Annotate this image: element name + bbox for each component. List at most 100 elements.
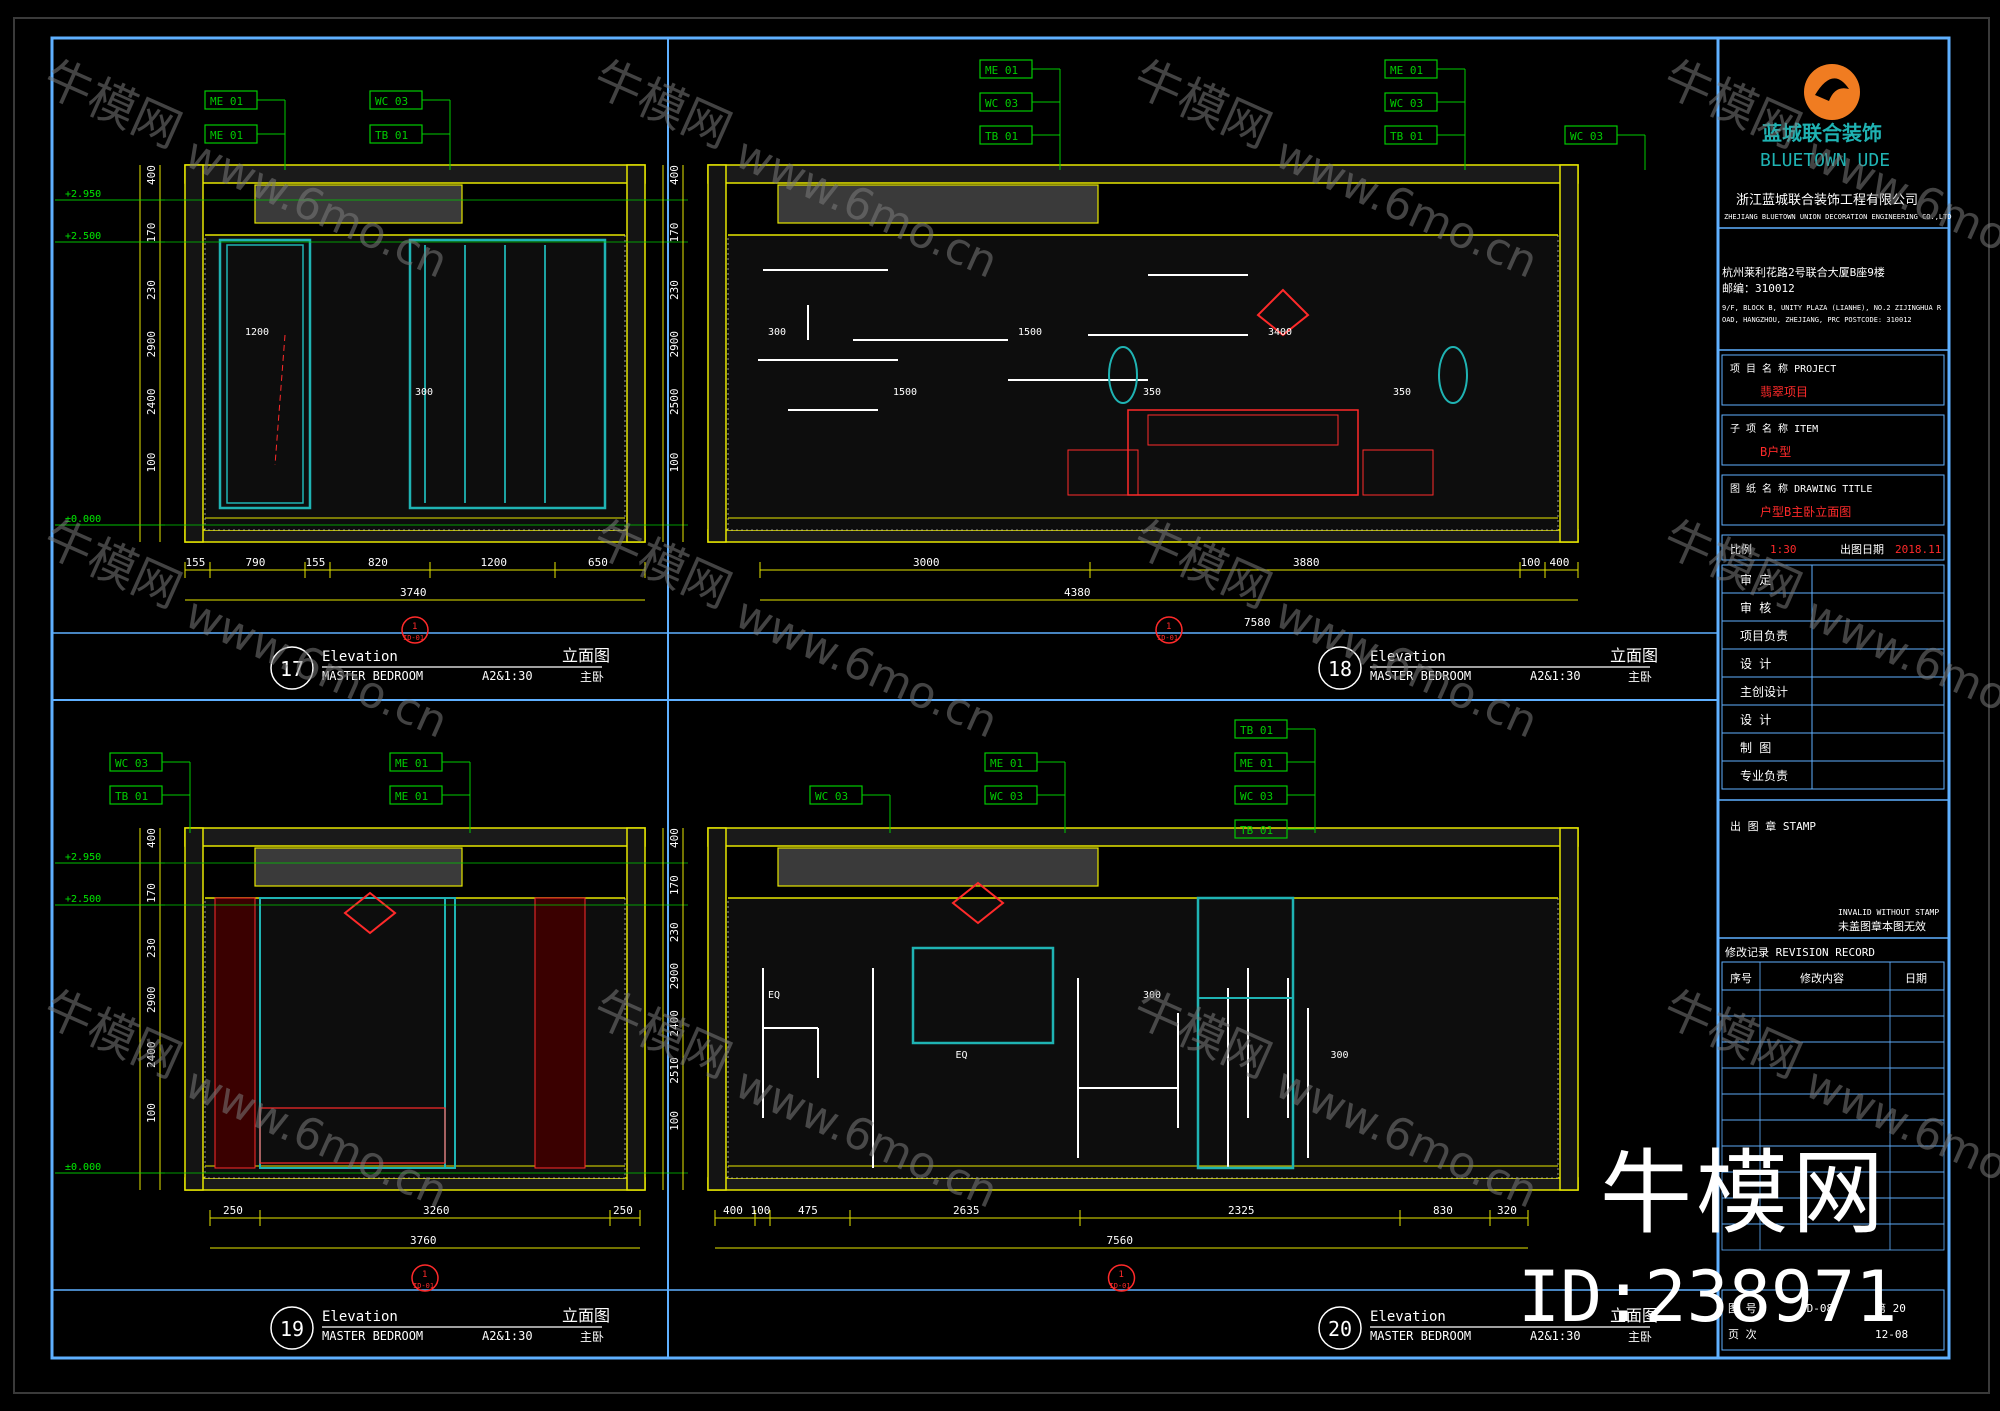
- tb-field-value: 户型B主卧立面图: [1760, 504, 1851, 519]
- section-mark-number: 1: [422, 1270, 427, 1280]
- lighting-trough: [777, 847, 1099, 887]
- vertical-dim-text: 170: [145, 883, 158, 903]
- callout-dim-text: 350: [1143, 387, 1161, 398]
- view-subtitle-cn: 主卧: [580, 670, 604, 684]
- view-number: 19: [280, 1317, 304, 1341]
- invalid-without-stamp-cn: 未盖图章本图无效: [1838, 919, 1926, 933]
- lighting-trough: [777, 184, 1099, 224]
- vertical-dim-text: 230: [145, 280, 158, 300]
- material-tag-text: WC 03: [115, 757, 148, 770]
- dim-text: 400: [1550, 556, 1570, 569]
- view-subtitle-en: MASTER BEDROOM: [1370, 669, 1471, 683]
- sheet-value: 12-08: [1875, 1328, 1908, 1341]
- material-tag: TB 01: [1384, 125, 1466, 170]
- signature-label: 项目负责: [1740, 629, 1788, 643]
- section-mark-sheet: ID-01: [413, 1282, 434, 1290]
- invalid-without-stamp-en: INVALID WITHOUT STAMP: [1838, 908, 1939, 917]
- material-tag: WC 03: [1564, 125, 1646, 170]
- vertical-dim-text: 2900: [145, 331, 158, 358]
- tb-scale-box: [1721, 534, 1945, 561]
- vertical-dim-text: 2400: [145, 1042, 158, 1069]
- vertical-dim-text: 400: [668, 828, 681, 848]
- view-number: 17: [280, 657, 304, 681]
- company-name-en: BLUETOWN UDE: [1760, 150, 1890, 171]
- view-subtitle-cn: 主卧: [1628, 670, 1652, 684]
- callout-dim-text: 1200: [245, 327, 269, 338]
- material-tag-text: WC 03: [1390, 97, 1423, 110]
- material-tag-text: ME 01: [210, 129, 243, 142]
- level-mark-text: +2.500: [65, 894, 101, 905]
- material-tag: TB 01: [1234, 719, 1316, 833]
- section-mark-sheet: ID-01: [1157, 634, 1178, 642]
- dim-text: 820: [368, 556, 388, 569]
- signature-label: 主创设计: [1740, 685, 1788, 699]
- scale-value: 1:30: [1770, 543, 1797, 556]
- signature-label: 制 图: [1740, 741, 1771, 755]
- callout-dim-text: 300: [1143, 990, 1161, 1001]
- material-tag-text: ME 01: [210, 95, 243, 108]
- callout-dim-text: EQ: [768, 990, 780, 1001]
- material-tag: WC 03: [1234, 785, 1316, 833]
- signature-label: 设 计: [1740, 713, 1771, 727]
- door-leaf: [226, 244, 304, 504]
- wall-lamp-right: [1438, 346, 1468, 404]
- level-mark-text: +2.950: [65, 189, 101, 200]
- view-scale: A2&1:30: [1530, 1329, 1581, 1343]
- vertical-dim-text: 230: [668, 280, 681, 300]
- nightstand-right: [1362, 449, 1434, 496]
- material-tag-text: ME 01: [985, 64, 1018, 77]
- right-wall: [626, 164, 646, 543]
- view-number-circle: [270, 646, 314, 690]
- dim-text: 250: [613, 1204, 633, 1217]
- vertical-dim-text: 100: [145, 453, 158, 473]
- level-mark-text: +2.950: [65, 852, 101, 863]
- vertical-dim-text: 170: [668, 875, 681, 895]
- signature-label: 专业负责: [1740, 768, 1788, 783]
- vertical-dim-text: 400: [145, 165, 158, 185]
- level-mark-text: ±0.000: [65, 514, 101, 525]
- vertical-dim-text: 230: [668, 922, 681, 942]
- revision-label: 修改记录 REVISION RECORD: [1725, 945, 1875, 959]
- tv-panel: [911, 946, 1055, 1045]
- pendant-light: [343, 891, 397, 935]
- wall-lamp-left: [1108, 346, 1138, 404]
- window-frame: [259, 897, 456, 1169]
- right-wall: [1559, 164, 1579, 543]
- signature-label: 审 定: [1740, 572, 1771, 587]
- callout-dim-text: 300: [768, 327, 786, 338]
- date-label: 出图日期: [1840, 542, 1884, 556]
- level-mark-text: +2.500: [65, 894, 101, 905]
- vertical-dim-text: 100: [668, 453, 681, 473]
- view-title-en: Elevation: [322, 1309, 398, 1325]
- material-tag-text: WC 03: [375, 95, 408, 108]
- material-tag: ME 01: [204, 124, 286, 170]
- address-en-line1: 9/F, BLOCK B, UNITY PLAZA (LIANHE), NO.2…: [1722, 304, 1942, 312]
- tb-field-label: 子 项 名 称 ITEM: [1730, 422, 1818, 435]
- view-number: 18: [1328, 657, 1352, 681]
- material-tag-text: TB 01: [1390, 130, 1423, 143]
- view-scale: A2&1:30: [482, 669, 533, 683]
- dim-text: 100: [751, 1204, 771, 1217]
- total-dim-text: 3760: [410, 1234, 437, 1247]
- bed-frame: [1127, 409, 1359, 496]
- left-wall: [707, 164, 727, 543]
- view-number: 20: [1328, 1317, 1352, 1341]
- tb-field-value: B户型: [1760, 444, 1791, 459]
- signature-label: 设 计: [1740, 657, 1771, 671]
- callout-dim-text: 3400: [1268, 327, 1292, 338]
- sheet-label: 页 次: [1728, 1327, 1757, 1341]
- sheet-value: 第 20: [1875, 1301, 1906, 1315]
- address-cn: 杭州莱利花路2号联合大厦B座9楼: [1722, 265, 1885, 279]
- material-tag-text: TB 01: [985, 130, 1018, 143]
- material-tag-text: ME 01: [1240, 757, 1273, 770]
- view-subtitle-en: MASTER BEDROOM: [322, 669, 423, 683]
- outer-frame: [13, 17, 1990, 1394]
- view-title-cn: 立面图: [1610, 1306, 1658, 1325]
- material-tag: ME 01: [389, 785, 471, 833]
- drawing-border: [50, 36, 1951, 1360]
- section-mark: [411, 1264, 439, 1292]
